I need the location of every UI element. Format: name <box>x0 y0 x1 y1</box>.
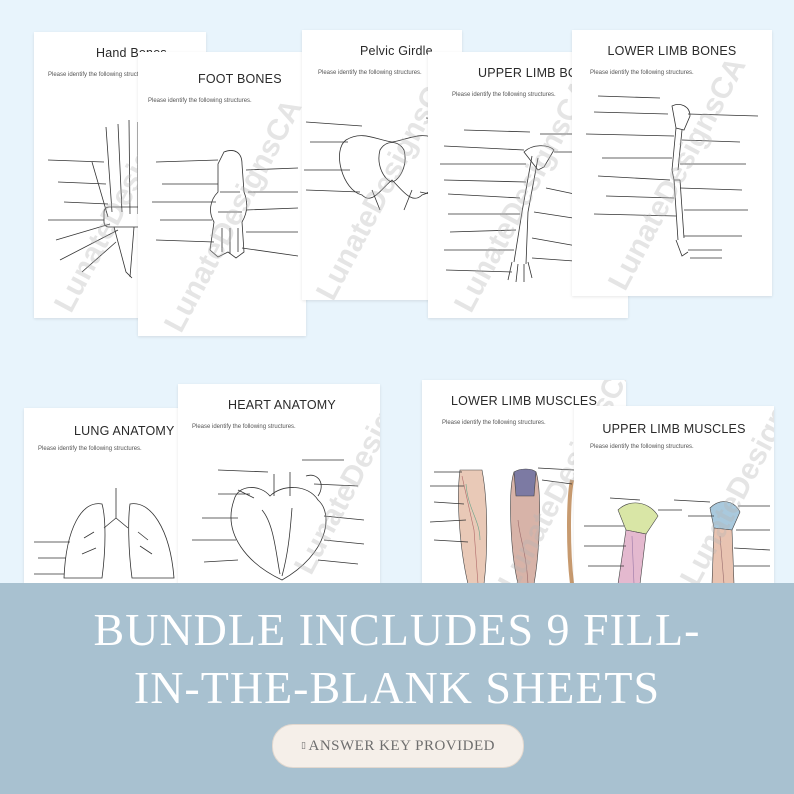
sheet-title: LUNG ANATOMY <box>74 424 175 438</box>
lungs-illustration <box>34 488 175 579</box>
sheet-title: HEART ANATOMY <box>228 398 336 412</box>
sheet-instruction: Please identify the following structures… <box>38 446 142 452</box>
sheet-upper-limb-muscles: UPPER LIMB MUSCLES Please identify the f… <box>574 406 774 584</box>
sheet-title: LOWER LIMB MUSCLES <box>451 394 597 408</box>
sheet-instruction: Please identify the following structures… <box>590 70 694 76</box>
sheet-instruction: Please identify the following structures… <box>48 72 152 78</box>
sheet-title: Pelvic Girdle <box>360 44 433 58</box>
sheet-title: FOOT BONES <box>198 72 282 86</box>
sheet-instruction: Please identify the following structures… <box>452 92 556 98</box>
sheet-title: UPPER LIMB MUSCLES <box>602 422 746 436</box>
leg-muscles-illustration <box>429 467 575 584</box>
sheet-instruction: Please identify the following structures… <box>148 98 252 104</box>
sheet-heart-anatomy: HEART ANATOMY Please identify the follow… <box>178 384 380 584</box>
sheet-title: LOWER LIMB BONES <box>607 44 737 58</box>
sheet-instruction: Please identify the following structures… <box>590 444 694 450</box>
heart-illustration <box>192 459 365 581</box>
bundle-banner: BUNDLE INCLUDES 9 FILL- IN-THE-BLANK SHE… <box>0 583 794 794</box>
sheet-instruction: Please identify the following structures… <box>192 424 296 430</box>
banner-line-1: BUNDLE INCLUDES 9 FILL- <box>93 604 701 655</box>
sheet-lung-anatomy: LUNG ANATOMY Please identify the followi… <box>24 408 202 584</box>
answer-key-label: ANSWER KEY PROVIDED <box>308 737 495 754</box>
foot-skeleton-illustration <box>152 150 299 259</box>
sheet-foot-bones: FOOT BONES Please identify the following… <box>138 52 306 336</box>
leg-skeleton-illustration <box>585 95 759 259</box>
sheet-lower-limb-bones: LOWER LIMB BONES Please identify the fol… <box>572 30 772 296</box>
banner-line-2: IN-THE-BLANK SHEETS <box>133 662 661 713</box>
sheet-instruction: Please identify the following structures… <box>318 70 422 76</box>
arm-skeleton-illustration <box>440 129 589 283</box>
answer-key-badge: ▯ ANSWER KEY PROVIDED <box>272 724 524 768</box>
sheet-instruction: Please identify the following structures… <box>442 420 546 426</box>
arm-muscles-illustration <box>584 497 771 584</box>
placeholder-glyph-icon: ▯ <box>301 741 307 751</box>
banner-headline: BUNDLE INCLUDES 9 FILL- IN-THE-BLANK SHE… <box>0 601 794 717</box>
